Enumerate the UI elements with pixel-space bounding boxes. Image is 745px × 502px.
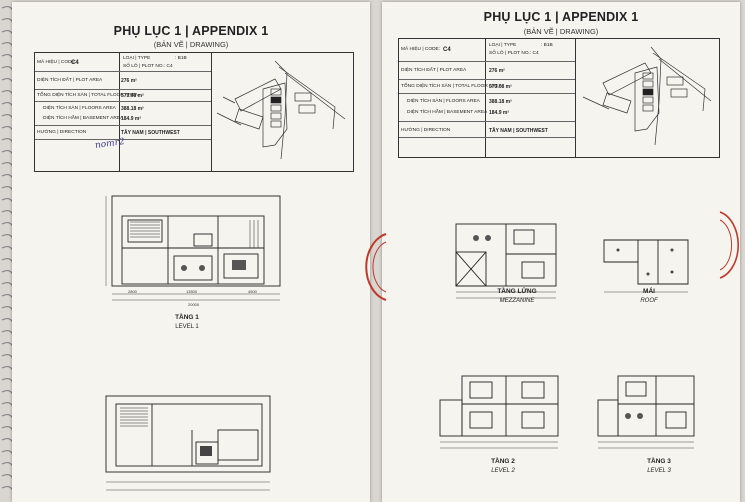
total-floor-row: TỔNG DIỆN TÍCH SÀN | TOTAL FLOOR AREA 57… (399, 81, 575, 93)
level2-label-en: LEVEL 2 (491, 468, 515, 474)
direction-label: HƯỚNG | DIRECTION (37, 130, 87, 135)
roof-floor-plan (603, 239, 689, 293)
direction-row: HƯỚNG | DIRECTION TÂY NAM | SOUTHWEST (399, 125, 575, 137)
page-subtitle: (BẢN VẼ | DRAWING) (153, 40, 229, 49)
plot-area-value: 276 m² (121, 78, 137, 84)
direction-label: HƯỚNG | DIRECTION (401, 128, 451, 133)
total-floor-label: TỔNG DIỆN TÍCH SÀN | TOTAL FLOOR AREA (37, 93, 138, 98)
level3-label-en: LEVEL 3 (647, 468, 671, 474)
highlighted-plot (643, 89, 653, 95)
level1-label-en: LEVEL 1 (175, 324, 199, 330)
total-floor-row: TỔNG DIỆN TÍCH SÀN | TOTAL FLOOR AREA 57… (35, 90, 211, 102)
right-document-page: PHỤ LỤC 1 | APPENDIX 1 (BẢN VẼ | DRAWING… (382, 2, 740, 502)
total-floor-value: 573.08 m² (489, 84, 512, 90)
basement-row: DIỆN TÍCH HẦM | BASEMENT AREA 184.9 m² (35, 113, 211, 125)
basement-value: 184.9 m² (121, 116, 142, 122)
info-table: MÃ HIỆU | CODE: C4 LOẠI | TYPE : B1B SỐ … (34, 52, 354, 172)
basement-label: DIỆN TÍCH HẦM | BASEMENT AREA (43, 116, 124, 121)
site-map (216, 60, 346, 160)
level3-floor-plan (597, 375, 695, 449)
floors-area-row: DIỆN TÍCH SÀN | FLOORS AREA 388.18 m² (35, 103, 211, 115)
plot-no-label: SỐ LÔ | PLOT NO.: C4 (123, 64, 173, 69)
highlighted-plot (271, 97, 281, 103)
roof-label-vn: MÁI (643, 288, 655, 295)
plot-area-row: DIỆN TÍCH ĐẤT | PLOT AREA 276 m² (35, 75, 211, 87)
total-floor-label: TỔNG DIỆN TÍCH SÀN | TOTAL FLOOR AREA (401, 84, 502, 89)
direction-value: TÂY NAM | SOUTHWEST (489, 128, 548, 134)
mezzanine-label-en: MEZZANINE (499, 298, 535, 304)
code-value: C4 (443, 47, 451, 53)
site-map (582, 46, 712, 146)
info-table: MÃ HIỆU | CODE: C4 LOẠI | TYPE : B1B SỐ … (398, 38, 720, 158)
roof-label-en: ROOF (640, 298, 658, 304)
type-value: : B1B (175, 56, 187, 61)
type-label: LOẠI | TYPE (123, 56, 151, 61)
level2-floor-plan (439, 375, 559, 449)
red-stamp-right (719, 211, 739, 279)
svg-text:13500: 13500 (186, 289, 198, 294)
svg-text:4500: 4500 (248, 289, 258, 294)
mezzanine-floor-plan (455, 223, 557, 299)
code-label: MÃ HIỆU | CODE: (401, 47, 441, 52)
basement-floor-plan (105, 395, 271, 491)
plot-area-label: DIỆN TÍCH ĐẤT | PLOT AREA (37, 78, 103, 83)
total-floor-value: 573.08 m² (121, 93, 144, 99)
floors-area-row: DIỆN TÍCH SÀN | FLOORS AREA 388.18 m² (399, 96, 575, 108)
page-title: PHỤ LỤC 1 | APPENDIX 1 (483, 10, 639, 24)
left-document-page: PHỤ LỤC 1 | APPENDIX 1 (BẢN VẼ | DRAWING… (12, 2, 370, 502)
level3-label-vn: TẦNG 3 (647, 458, 671, 465)
floors-area-value: 388.18 m² (121, 106, 144, 112)
code-row: MÃ HIỆU | CODE: C4 LOẠI | TYPE : B1B SỐ … (35, 56, 211, 69)
svg-text:2800: 2800 (128, 289, 138, 294)
plot-no-label: SỐ LÔ | PLOT NO.: C4 (489, 51, 539, 56)
mezzanine-label-vn: TẦNG LỬNG (497, 288, 537, 295)
type-value: : B1B (541, 43, 553, 48)
plot-area-value: 276 m² (489, 68, 505, 74)
level1-label-vn: TẦNG 1 (175, 314, 199, 321)
basement-row: DIỆN TÍCH HẦM | BASEMENT AREA 184.9 m² (399, 107, 575, 119)
level1-floor-plan: 2800 13500 4500 20000 (105, 195, 281, 307)
code-row: MÃ HIỆU | CODE: C4 LOẠI | TYPE : B1B SỐ … (399, 43, 575, 56)
floors-area-label: DIỆN TÍCH SÀN | FLOORS AREA (407, 99, 480, 104)
floors-area-value: 388.18 m² (489, 99, 512, 105)
page-title: PHỤ LỤC 1 | APPENDIX 1 (113, 24, 269, 38)
direction-value: TÂY NAM | SOUTHWEST (121, 130, 180, 136)
type-label: LOẠI | TYPE (489, 43, 517, 48)
plot-area-label: DIỆN TÍCH ĐẤT | PLOT AREA (401, 68, 467, 73)
code-label: MÃ HIỆU | CODE: (37, 60, 77, 65)
basement-value: 184.9 m² (489, 110, 510, 116)
page-subtitle: (BẢN VẼ | DRAWING) (523, 27, 599, 36)
floors-area-label: DIỆN TÍCH SÀN | FLOORS AREA (43, 106, 116, 111)
svg-text:20000: 20000 (188, 302, 200, 307)
level2-label-vn: TẦNG 2 (491, 458, 515, 465)
plot-area-row: DIỆN TÍCH ĐẤT | PLOT AREA 276 m² (399, 65, 575, 77)
basement-label: DIỆN TÍCH HẦM | BASEMENT AREA (407, 110, 488, 115)
red-stamp-left (365, 233, 387, 301)
direction-row: HƯỚNG | DIRECTION TÂY NAM | SOUTHWEST (35, 127, 211, 139)
code-value: C4 (71, 60, 79, 66)
